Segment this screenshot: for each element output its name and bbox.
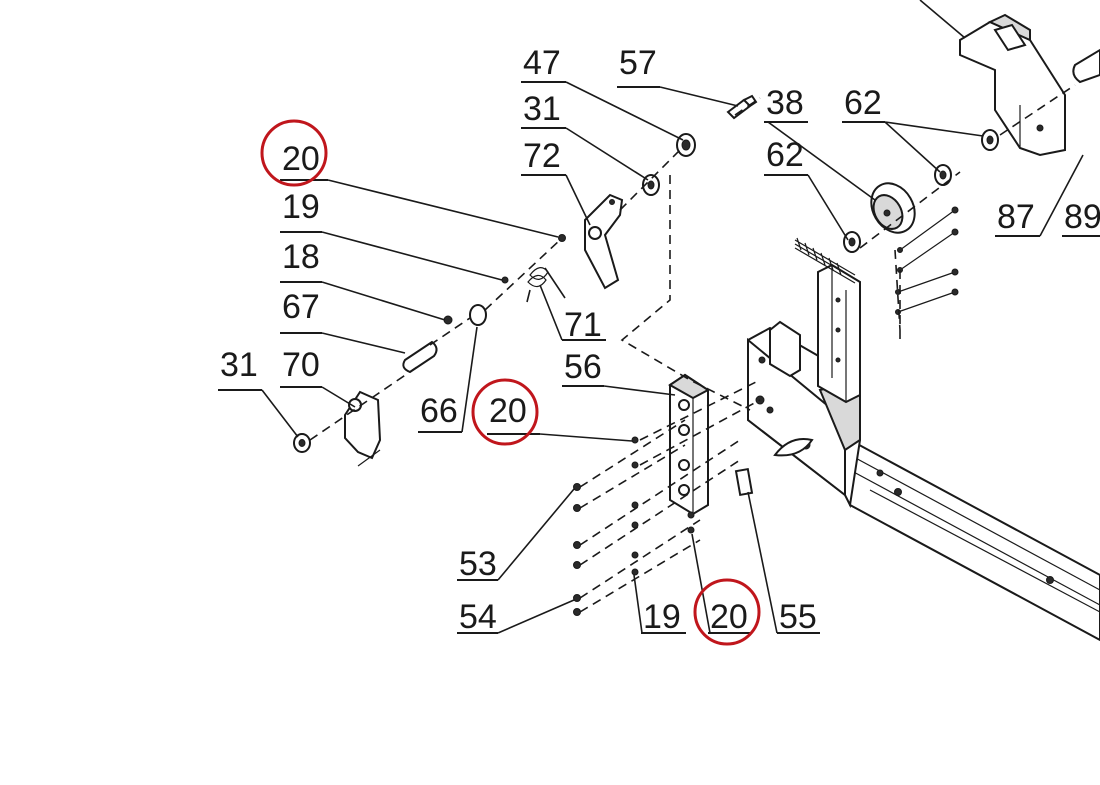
washers-62 <box>843 129 999 253</box>
callout-label: 31 <box>220 346 258 384</box>
callout-label: 62 <box>844 84 882 122</box>
callout-label: 19 <box>643 598 681 636</box>
callout-87: 87 <box>995 198 1040 237</box>
highlight-circle <box>693 578 761 646</box>
callout-67: 67 <box>280 288 322 334</box>
callout-57: 57 <box>617 44 660 88</box>
frame-beam <box>849 438 1100 642</box>
callout-label: 54 <box>459 598 497 636</box>
callout-72: 72 <box>521 137 566 176</box>
assembly-axes <box>309 84 1076 613</box>
callout-label: 55 <box>779 598 817 636</box>
callout-label: 70 <box>282 346 320 384</box>
bracket-70 <box>344 390 382 467</box>
callout-71: 71 <box>562 306 606 344</box>
callout-label: 89 <box>1064 198 1100 236</box>
callout-label: 56 <box>564 348 602 386</box>
callout-54: 54 <box>457 598 498 636</box>
callout-label: 57 <box>619 44 657 82</box>
callout-label: 38 <box>766 84 804 122</box>
callout-label: 87 <box>997 198 1035 236</box>
callout-70: 70 <box>280 346 322 388</box>
callout-38: 38 <box>764 84 808 123</box>
pulley <box>870 182 916 234</box>
callout-label: 31 <box>523 90 561 128</box>
pin-57 <box>726 94 758 120</box>
bushing <box>469 304 487 326</box>
torsion-spring <box>526 267 566 303</box>
highlight-circle <box>471 378 539 446</box>
washer-19-upper <box>501 276 509 284</box>
nut-18 <box>443 315 453 325</box>
callout-55: 55 <box>777 598 820 636</box>
nut-20-upper <box>558 234 566 242</box>
callout-label: 72 <box>523 137 561 175</box>
callout-31-lower: 31 <box>218 346 262 391</box>
callout-18: 18 <box>280 238 322 283</box>
cam-lever <box>584 193 624 290</box>
callout-label: 20 <box>282 140 320 178</box>
callout-19-lower: 19 <box>641 598 686 636</box>
channel-bracket <box>769 237 861 404</box>
callout-56: 56 <box>562 348 604 387</box>
callout-label: 20 <box>710 598 748 636</box>
adjustment-plate <box>668 373 710 516</box>
callout-89: 89 <box>1062 198 1100 237</box>
washers-47-31 <box>642 133 696 196</box>
clamp-block <box>734 467 754 497</box>
callout-62-upper: 62 <box>842 84 885 123</box>
callout-label: 66 <box>420 392 458 430</box>
callout-label: 53 <box>459 545 497 583</box>
callout-31-upper: 31 <box>521 90 566 129</box>
callout-label: 18 <box>282 238 320 276</box>
callout-20-middle: 20 <box>471 378 540 446</box>
callout-19-upper: 19 <box>280 188 322 233</box>
callout-label: 47 <box>523 44 561 82</box>
callout-label: 67 <box>282 288 320 326</box>
shaft <box>402 340 438 374</box>
callout-53: 53 <box>457 545 498 583</box>
callout-20-lower: 20 <box>693 578 761 646</box>
callout-label: 62 <box>766 136 804 174</box>
callout-label: 20 <box>489 392 527 430</box>
highlight-circle <box>260 119 328 187</box>
upper-right-bracket <box>959 13 1100 157</box>
nut-31-lower <box>293 433 311 453</box>
parts-drawing <box>293 13 1100 642</box>
callout-label: 71 <box>564 306 602 344</box>
callout-label: 19 <box>282 188 320 226</box>
callout-47: 47 <box>521 44 566 83</box>
callout-20-upper: 20 <box>260 119 328 187</box>
callout-62-lower: 62 <box>764 136 808 176</box>
callout-66: 66 <box>418 392 462 433</box>
callouts: 20 19 18 67 31 70 66 20 <box>218 44 1100 646</box>
leader-lines <box>261 0 1084 634</box>
